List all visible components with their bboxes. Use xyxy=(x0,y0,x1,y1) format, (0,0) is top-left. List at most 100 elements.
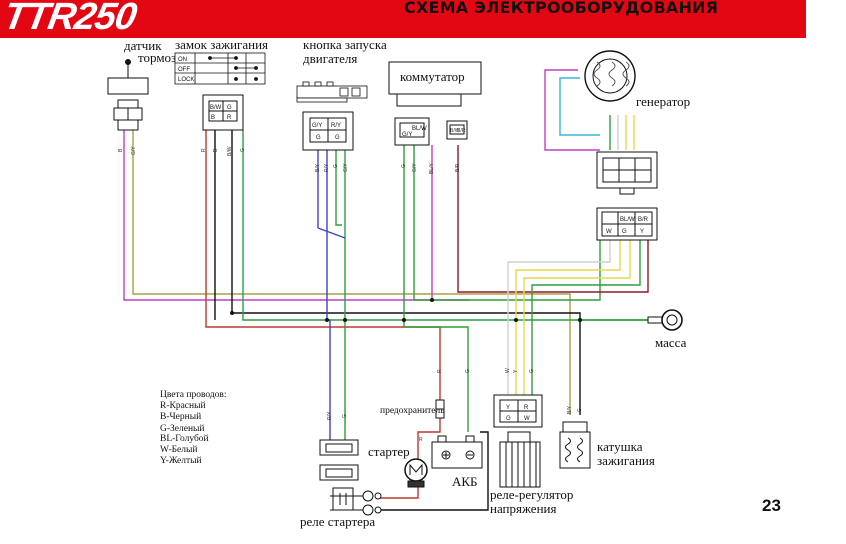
starter-label: стартер xyxy=(368,444,410,459)
start-button xyxy=(296,81,368,103)
legend-item: R-Красный xyxy=(160,400,206,411)
wire-code: R/Y xyxy=(327,411,333,420)
lock-pin-2: G xyxy=(227,105,232,111)
generator-connector xyxy=(596,207,658,241)
wire-code: G xyxy=(240,148,246,152)
generator-plug xyxy=(596,151,658,195)
button-pin-2: R/Y xyxy=(331,123,341,129)
comm-pin-1: BL/W xyxy=(412,126,427,132)
wire-code: R xyxy=(419,437,423,443)
regulator-label-1: реле-регулятор xyxy=(490,487,573,502)
starter-relay xyxy=(319,439,382,516)
wire-lock-bw xyxy=(231,130,581,415)
wire-code: B/Y xyxy=(567,405,573,414)
comm-pin-3: B/W xyxy=(450,128,460,134)
regulator-label-2: напряжения xyxy=(490,501,556,516)
wire-code: G xyxy=(465,369,471,373)
gen-pin-4: G xyxy=(622,229,627,235)
wire-brake-gy xyxy=(132,130,571,415)
lock-connector xyxy=(202,94,244,131)
wire-gen-magenta xyxy=(544,69,600,151)
wire-code: Y xyxy=(513,369,519,373)
ignition-coil xyxy=(559,421,591,469)
legend-item: G-Зеленый xyxy=(160,423,205,434)
regulator-connector xyxy=(493,394,543,428)
wire-lock-g xyxy=(242,130,648,321)
generator-label: генератор xyxy=(636,94,690,109)
wire-gen-lightblue xyxy=(559,77,600,136)
generator xyxy=(584,50,636,102)
reg-pin-4: W xyxy=(524,416,530,422)
page-number: 23 xyxy=(762,496,781,515)
wire-code: G xyxy=(401,164,407,168)
fuse xyxy=(435,399,445,419)
wires xyxy=(123,69,660,511)
wire-code: R xyxy=(437,369,443,373)
gen-pin-2: B/R xyxy=(638,217,649,223)
page-title: СХЕМА ЭЛЕКТРООБОРУДОВАНИЯ xyxy=(404,0,719,17)
header-banner xyxy=(0,0,806,38)
wire-code: B xyxy=(118,148,124,152)
wire-code: G xyxy=(529,369,535,373)
wire-color-legend: Цвета проводов: R-Красный B-Черный G-Зел… xyxy=(160,390,227,466)
brake-sensor-label-2: тормоза xyxy=(138,50,182,65)
wire-code: G/Y xyxy=(412,163,418,172)
wire-button-ry xyxy=(326,150,331,440)
wire-comm-gy xyxy=(413,145,601,301)
wire-code: BL/Y xyxy=(429,162,435,174)
brake-sensor-label-1: датчик xyxy=(124,38,162,53)
legend-item: BL-Голубой xyxy=(160,433,209,444)
ignition-switch xyxy=(174,52,266,85)
wire-comm-g xyxy=(403,145,469,395)
commutator-label: коммутатор xyxy=(400,69,465,84)
wire-code: R xyxy=(201,148,207,152)
ground-terminal xyxy=(647,309,683,331)
ignition-lock-label: замок зажигания xyxy=(175,37,268,52)
wire-code: G xyxy=(342,414,348,418)
starter-motor xyxy=(404,458,428,488)
button-pin-3: G xyxy=(316,135,321,141)
legend-item: W-Белый xyxy=(160,444,198,455)
ground-label: масса xyxy=(655,335,687,350)
wire-code: G/Y xyxy=(343,163,349,172)
wire-batt-b xyxy=(380,431,489,511)
commutator-connectors xyxy=(394,117,468,146)
wire-comm-br xyxy=(457,145,649,293)
comm-pin-2: G/Y xyxy=(402,132,412,138)
start-button-label-1: кнопка запуска xyxy=(303,37,387,52)
wire-code: G xyxy=(333,164,339,168)
button-pin-4: G xyxy=(335,135,340,141)
commutator xyxy=(388,61,482,107)
wire-button-g2 xyxy=(317,227,346,239)
wire-reg-g xyxy=(531,240,641,395)
lock-pin-1: B/W xyxy=(210,105,222,111)
button-connector xyxy=(302,111,354,151)
wire-brake-b xyxy=(123,130,470,301)
start-button-label-2: двигателя xyxy=(303,51,357,66)
coil-label-1: катушка xyxy=(597,439,643,454)
switch-row-off: OFF xyxy=(178,67,190,73)
lock-pin-4: R xyxy=(227,115,232,121)
button-pin-1: G/Y xyxy=(312,123,322,129)
wire-lock-r xyxy=(205,130,441,363)
switch-row-on: ON xyxy=(178,57,187,63)
legend-item: B-Черный xyxy=(160,411,201,422)
wire-code: G/Y xyxy=(131,146,137,155)
wire-code: B/R xyxy=(455,163,461,172)
starter-relay-label: реле стартера xyxy=(300,514,375,529)
gen-pin-1: BL/W xyxy=(620,217,635,223)
wire-reg-y1 xyxy=(515,240,621,395)
gen-pin-3: W xyxy=(606,229,612,235)
battery-label: АКБ xyxy=(452,474,478,489)
brake-sensor xyxy=(107,59,149,131)
coil-label-2: зажигания xyxy=(597,453,655,468)
wire-code: W xyxy=(505,368,511,373)
comm-pin-4: B/R xyxy=(457,128,466,134)
voltage-regulator xyxy=(499,431,541,488)
lock-pin-3: B xyxy=(211,115,215,121)
wire-code: B xyxy=(213,148,219,152)
wire-code: B/Y xyxy=(315,163,321,172)
wire-reg-y2 xyxy=(523,240,631,395)
reg-pin-1: Y xyxy=(506,405,510,411)
